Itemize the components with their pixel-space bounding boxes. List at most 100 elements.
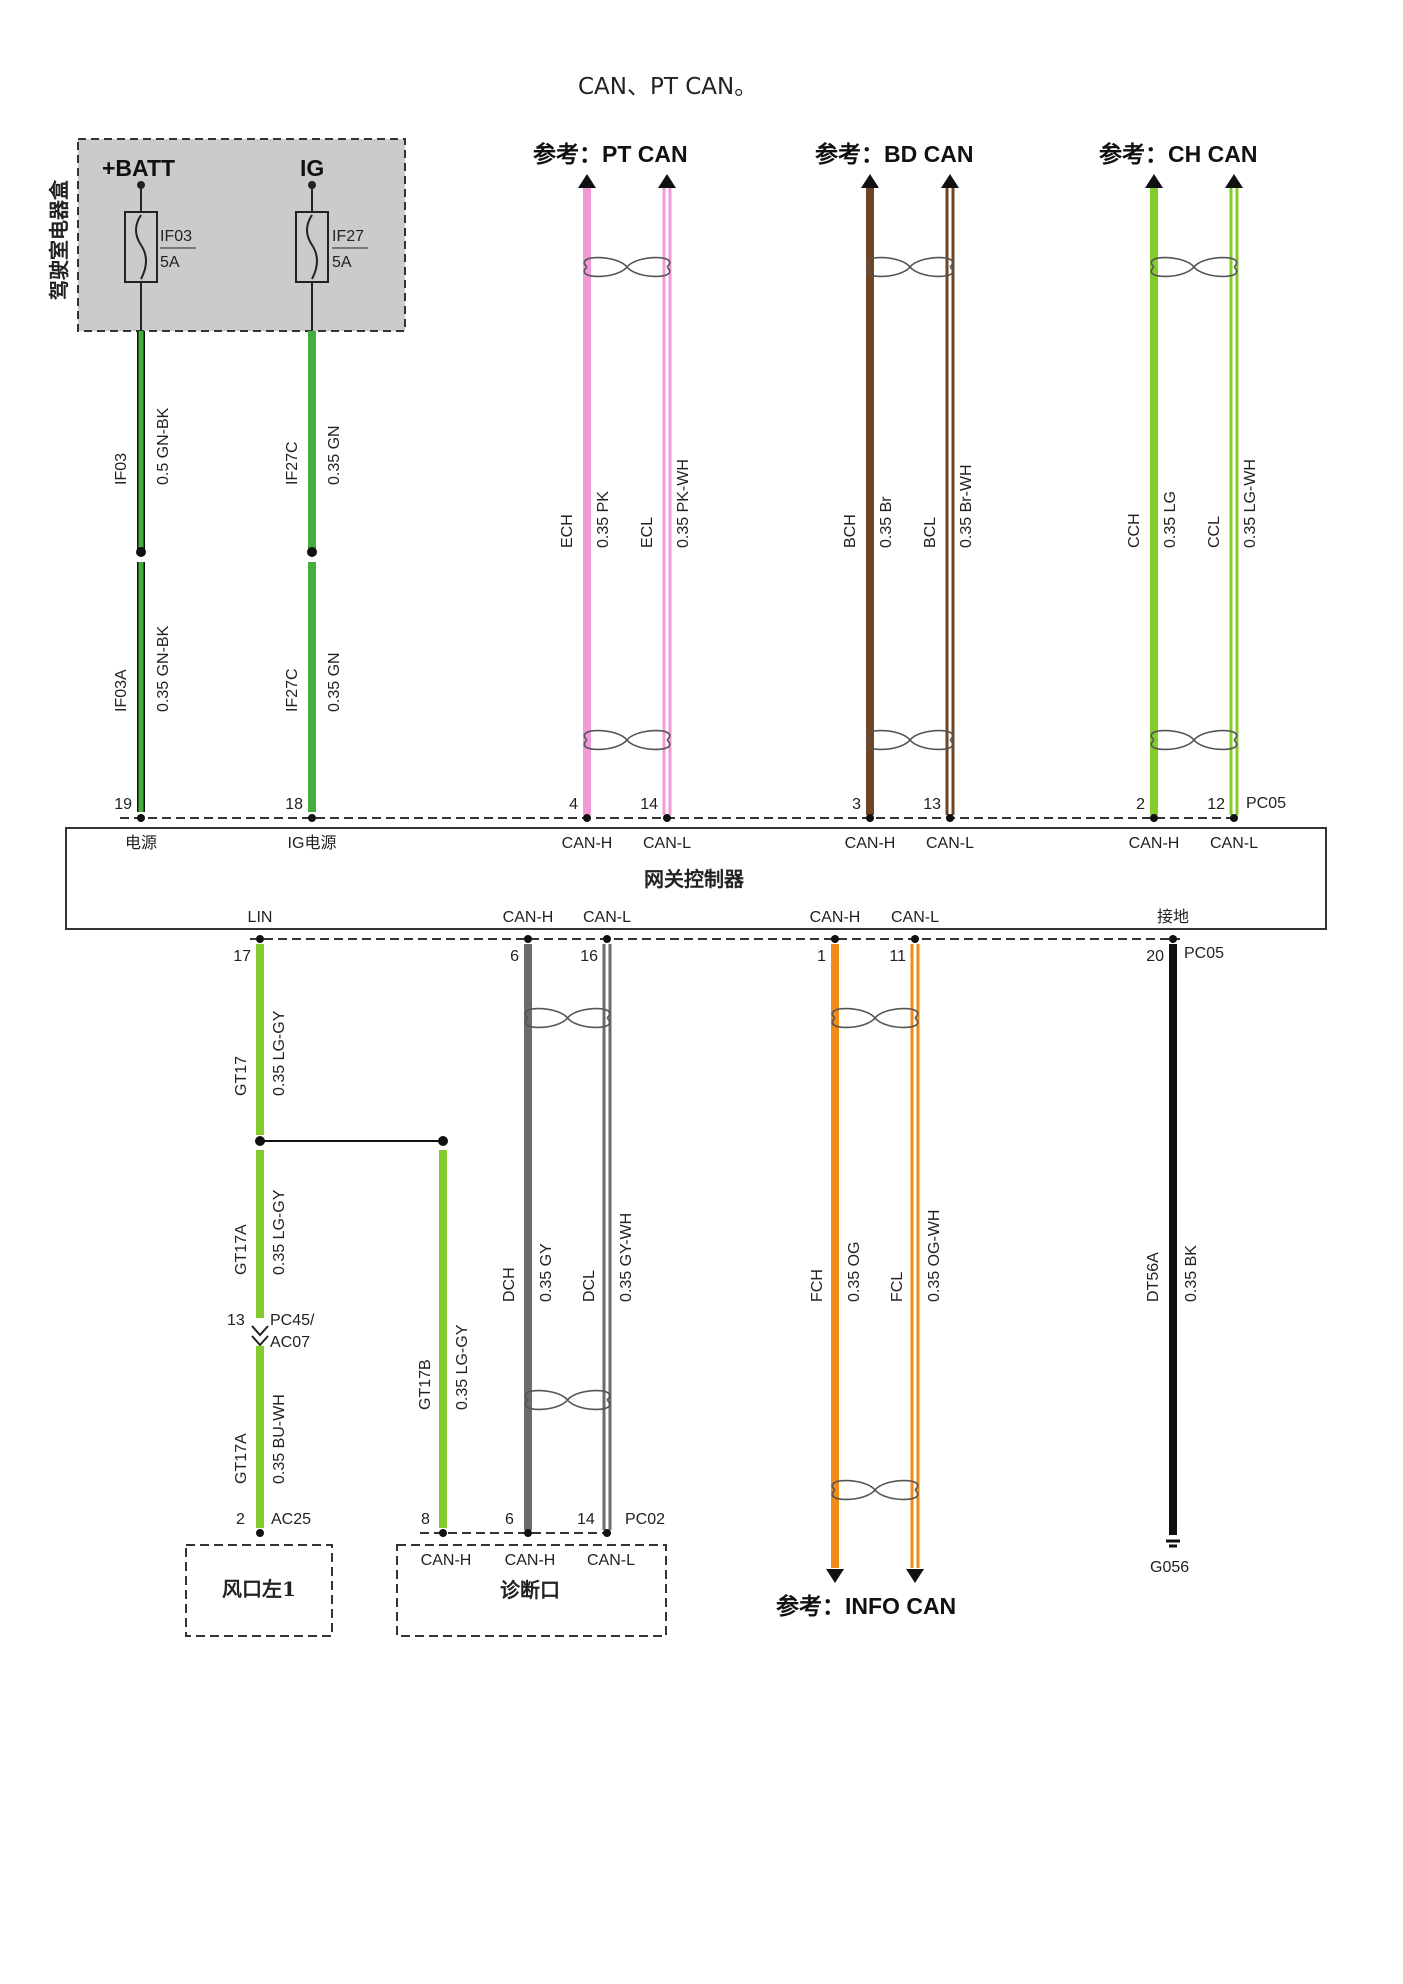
gw-top-pin: 3: [852, 796, 861, 813]
diag-pin-c: 14: [577, 1511, 595, 1528]
twist-info-top-icon: [831, 1007, 919, 1029]
bottom-can-pairs: [524, 944, 924, 1583]
wire-ccl-name: CCL: [1206, 516, 1223, 548]
wire-if27c-name-top: IF27C: [284, 441, 301, 485]
ref-bd-can: 参考：BD CAN: [815, 141, 973, 167]
twist-pt-bottom-icon: [583, 729, 671, 751]
gw-bottom-pin: 20: [1146, 948, 1164, 965]
arrow-ch-canl-icon: [1225, 174, 1243, 188]
gw-top-pin: 14: [640, 796, 658, 813]
splice-if27c: [307, 547, 317, 557]
top-can-pairs: [578, 174, 1243, 815]
ground-label: G056: [1150, 1559, 1189, 1576]
wire-fch-spec: 0.35 OG: [846, 1242, 863, 1302]
gateway-controller: 网关控制器 PC05 PC05: [65, 795, 1327, 962]
batt-label: +BATT: [102, 155, 175, 181]
diag-label-b: CAN-H: [505, 1552, 556, 1569]
gw-top-label: CAN-L: [643, 835, 691, 852]
wire-bcl-name: BCL: [922, 517, 939, 548]
wire-ech-spec: 0.35 PK: [595, 491, 612, 548]
wire-dch-name: DCH: [501, 1267, 518, 1302]
wire-if27c-spec-top: 0.35 GN: [326, 425, 343, 485]
arrow-bd-canh-icon: [861, 174, 879, 188]
wire-fcl-spec: 0.35 OG-WH: [926, 1210, 943, 1302]
gw-bottom-pin-node: [1169, 935, 1177, 943]
diag-port: 8 6 14 PC02 CAN-H CAN-H CAN-L 诊断口: [396, 1511, 667, 1637]
arrow-info-canh-icon: [826, 1569, 844, 1583]
gw-bottom-pin: 1: [817, 948, 826, 965]
diag-connector-name: PC02: [625, 1511, 665, 1528]
power-wires: IF03 0.5 GN-BK IF03A 0.35 GN-BK IF27C 0.…: [113, 331, 343, 812]
inline-name-b: AC07: [270, 1334, 310, 1351]
ref-pt-can: 参考：PT CAN: [533, 141, 688, 167]
wire-gt17-spec: 0.35 LG-GY: [271, 1010, 288, 1096]
twist-pt-top-icon: [583, 256, 671, 278]
ref-ch-can: 参考：CH CAN: [1099, 141, 1257, 167]
gateway-top-pins: 19电源18IG电源4CAN-H14CAN-L3CAN-H13CAN-L2CAN…: [114, 796, 1258, 852]
arrow-pt-canh-icon: [578, 174, 596, 188]
gw-top-pin: 12: [1207, 796, 1225, 813]
fuse1-rating: 5A: [160, 254, 180, 271]
gw-top-pin: 4: [569, 796, 578, 813]
gw-top-pin-node: [946, 814, 954, 822]
twist-bd-bottom-icon: [866, 729, 954, 751]
fuse-if03-icon: [124, 211, 158, 283]
arrow-ch-canh-icon: [1145, 174, 1163, 188]
gw-top-pin-node: [663, 814, 671, 822]
ref-info-can: 参考：INFO CAN: [776, 1593, 956, 1619]
gw-bottom-label: CAN-H: [503, 909, 554, 926]
wire-if03-spec: 0.5 GN-BK: [155, 407, 172, 485]
wire-dcl-spec: 0.35 GY-WH: [618, 1213, 635, 1302]
fusebox-title: 驾驶室电器盒: [47, 179, 71, 300]
lin-branch: GT17 0.35 LG-GY GT17A 0.35 LG-GY GT17A 0…: [227, 944, 471, 1528]
twist-info-bottom-icon: [831, 1479, 919, 1501]
gw-top-pin-node: [866, 814, 874, 822]
gw-bottom-label: LIN: [248, 909, 273, 926]
diag-label-c: CAN-L: [587, 1552, 635, 1569]
twist-diag-bottom-icon: [524, 1389, 611, 1411]
diag-pin-a: 8: [421, 1511, 430, 1528]
gw-bottom-label: CAN-L: [583, 909, 631, 926]
wire-dt56a-name: DT56A: [1145, 1252, 1162, 1302]
gw-top-pin-node: [1230, 814, 1238, 822]
gateway-title: 网关控制器: [644, 867, 745, 891]
ig-node: [308, 181, 316, 189]
batt-node: [137, 181, 145, 189]
vent-title: 风口左1: [222, 1577, 296, 1601]
gw-bottom-pin: 16: [580, 948, 598, 965]
gw-top-label: 电源: [125, 834, 157, 852]
vent-connector-name: AC25: [271, 1511, 311, 1528]
arrow-bd-canl-icon: [941, 174, 959, 188]
fusebox: 驾驶室电器盒 +BATT IG IF03 5A IF27 5A: [47, 138, 406, 332]
caption: CAN、PT CAN。: [578, 74, 757, 100]
gw-bottom-pin-node: [603, 935, 611, 943]
wire-if03a-name: IF03A: [113, 669, 130, 712]
wire-ecl-spec: 0.35 PK-WH: [675, 459, 692, 548]
wire-gt17a-name: GT17A: [233, 1224, 250, 1275]
wire-if27c-name-bot: IF27C: [284, 668, 301, 712]
twist-bd-top-icon: [866, 256, 954, 278]
gw-top-label: CAN-L: [926, 835, 974, 852]
fuse1-name: IF03: [160, 228, 192, 245]
ground: G056: [1150, 944, 1189, 1576]
gw-top-pin: 18: [285, 796, 303, 813]
gateway-bottom-connector: PC05: [1184, 945, 1224, 962]
gw-bottom-pin-node: [911, 935, 919, 943]
wire-gt17-name: GT17: [233, 1056, 250, 1096]
gw-bottom-label: CAN-L: [891, 909, 939, 926]
gw-top-label: CAN-H: [1129, 835, 1180, 852]
wire-dch-spec: 0.35 GY: [538, 1243, 555, 1302]
gw-bottom-pin-node: [524, 935, 532, 943]
gw-bottom-pin-node: [256, 935, 264, 943]
splice-gt17b: [438, 1136, 448, 1146]
ig-label: IG: [300, 155, 324, 181]
gw-bottom-pin: 6: [510, 948, 519, 965]
gw-bottom-pin: 11: [889, 948, 906, 965]
wire-ccl-spec: 0.35 LG-WH: [1242, 459, 1259, 548]
wire-if03a-spec: 0.35 GN-BK: [155, 625, 172, 712]
gw-top-label: CAN-H: [845, 835, 896, 852]
wire-gt17a2-name: GT17A: [233, 1433, 250, 1484]
gw-bottom-label: CAN-H: [810, 909, 861, 926]
inline-pin: 13: [227, 1312, 245, 1329]
